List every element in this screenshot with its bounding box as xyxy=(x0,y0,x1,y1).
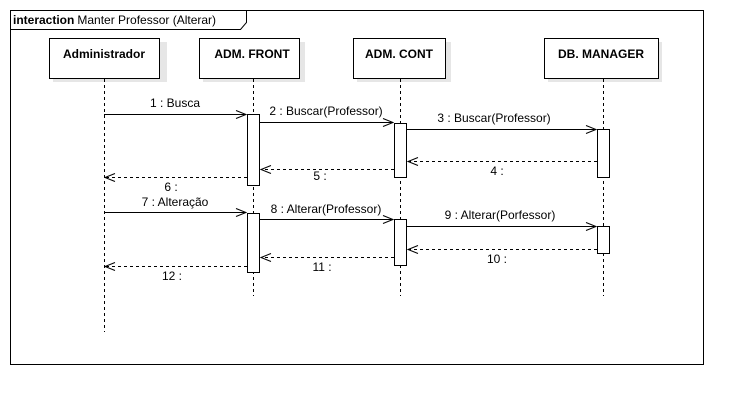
frame-keyword: interaction xyxy=(13,13,74,27)
message-8: 8 : Alterar(Professor) xyxy=(260,202,393,220)
message-7: 7 : Alteração xyxy=(104,195,246,213)
message-1-label: 1 : Busca xyxy=(150,96,200,110)
activation-db-2 xyxy=(597,226,610,254)
lifeline-cont-name: ADM. CONT xyxy=(365,47,434,61)
message-9-label: 9 : Alterar(Porfessor) xyxy=(445,208,556,222)
message-1: 1 : Busca xyxy=(104,96,246,115)
message-2-label: 2 : Buscar(Professor) xyxy=(269,104,382,118)
message-5-label: 5 : xyxy=(313,169,326,183)
message-5: 5 : xyxy=(261,169,394,183)
message-12: 12 : xyxy=(105,267,247,283)
activation-front-2 xyxy=(247,213,260,273)
message-10-label: 10 : xyxy=(487,252,507,266)
message-3: 3 : Buscar(Professor) xyxy=(407,111,596,130)
lifeline-front: ADM. FRONT xyxy=(199,38,305,296)
activation-front-1 xyxy=(247,114,260,186)
message-11: 11 : xyxy=(261,258,394,274)
lifeline-front-name: ADM. FRONT xyxy=(214,47,290,61)
lifeline-db-name: DB. MANAGER xyxy=(558,47,644,61)
message-4-label: 4 : xyxy=(490,164,503,178)
message-10: 10 : xyxy=(408,250,597,266)
message-11-label: 11 : xyxy=(312,260,331,274)
message-8-label: 8 : Alterar(Professor) xyxy=(271,202,382,216)
message-3-label: 3 : Buscar(Professor) xyxy=(437,111,550,125)
message-2: 2 : Buscar(Professor) xyxy=(260,104,393,123)
activation-cont-2 xyxy=(394,219,407,266)
message-7-label: 7 : Alteração xyxy=(142,195,209,209)
message-9: 9 : Alterar(Porfessor) xyxy=(407,208,596,227)
lifeline-admin-name: Administrador xyxy=(63,47,145,61)
lifeline-db: DB. MANAGER xyxy=(544,38,662,296)
message-6: 6 : xyxy=(105,178,247,194)
message-12-label: 12 : xyxy=(162,269,182,283)
lifeline-cont: ADM. CONT xyxy=(353,38,451,296)
frame-title: Manter Professor (Alterar) xyxy=(77,13,216,27)
activation-db-1 xyxy=(597,129,610,178)
message-4: 4 : xyxy=(408,162,597,178)
activation-cont-1 xyxy=(394,123,407,178)
lifeline-admin: Administrador xyxy=(49,38,167,332)
activations xyxy=(247,114,610,273)
frame-tab xyxy=(10,10,247,30)
message-6-label: 6 : xyxy=(164,180,177,194)
